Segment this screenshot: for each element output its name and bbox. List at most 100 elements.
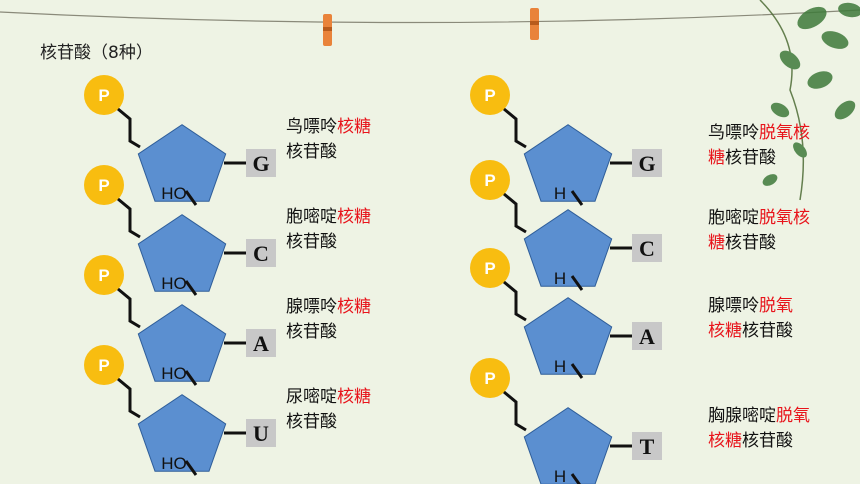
name-line-2: 糖核苷酸: [708, 233, 776, 253]
sugar-pentagon: [137, 304, 227, 382]
sugar-pentagon: [523, 209, 613, 287]
nucleotide: P HO C: [84, 165, 276, 296]
phosphate-bond: [117, 287, 141, 329]
base-letter: C: [639, 236, 655, 261]
name-line-2: 核苷酸: [286, 322, 337, 342]
base-letter: T: [640, 434, 655, 459]
phosphate-bond: [117, 377, 141, 419]
hydroxyl-bond: [184, 190, 198, 206]
base-letter: G: [252, 151, 269, 176]
sugar-pentagon: [137, 214, 227, 292]
nucleotide: P H G: [470, 75, 662, 206]
base-letter: G: [638, 151, 655, 176]
nucleotide: P H T: [470, 358, 662, 484]
nucleotide: P H A: [470, 248, 662, 379]
phosphate-circle: [470, 358, 510, 398]
clothespin-icon: [530, 8, 539, 40]
name-line-1: 胸腺嘧啶脱氧: [708, 406, 810, 426]
nucleotide: P HO A: [84, 255, 276, 386]
name-line-2: 核糖核苷酸: [708, 321, 793, 341]
hydroxyl-bond: [570, 275, 584, 291]
phosphate-bond: [117, 197, 141, 239]
phosphate-label: P: [484, 86, 495, 105]
nucleotide-name: 尿嘧啶核糖核苷酸: [286, 385, 371, 435]
hydroxyl-bond: [570, 190, 584, 206]
phosphate-bond: [503, 390, 527, 432]
nucleotide: P HO G: [84, 75, 276, 206]
phosphate-bond: [117, 107, 141, 149]
nucleotide-name: 腺嘌呤核糖核苷酸: [286, 295, 371, 345]
sugar-group-label: H: [554, 357, 566, 376]
phosphate-bond: [503, 280, 527, 322]
hydroxyl-bond: [570, 363, 584, 379]
phosphate-label: P: [484, 369, 495, 388]
vine-leaves-icon: [759, 0, 860, 201]
sugar-pentagon: [523, 297, 613, 375]
name-line-2: 核糖核苷酸: [708, 431, 793, 451]
sugar-group-label: H: [554, 467, 566, 484]
base-box: [632, 234, 662, 262]
hydroxyl-bond: [184, 280, 198, 296]
base-box: [246, 149, 276, 177]
phosphate-circle: [84, 165, 124, 205]
name-line-2: 核苷酸: [286, 232, 337, 252]
nucleotide-name: 鸟嘌呤核糖核苷酸: [286, 115, 371, 165]
sugar-group-label: HO: [161, 364, 187, 383]
page-title: 核苷酸（8种）: [40, 43, 153, 63]
sugar-pentagon: [523, 124, 613, 202]
sugar-pentagon: [523, 407, 613, 484]
phosphate-circle: [470, 248, 510, 288]
nucleotide-name: 腺嘌呤脱氧核糖核苷酸: [708, 294, 793, 344]
base-letter: U: [253, 421, 269, 446]
phosphate-label: P: [98, 266, 109, 285]
base-box: [632, 322, 662, 350]
clothespin-icon: [323, 14, 332, 46]
base-letter: A: [639, 324, 655, 349]
base-letter: A: [253, 331, 269, 356]
sugar-group-label: H: [554, 269, 566, 288]
phosphate-label: P: [98, 356, 109, 375]
phosphate-circle: [84, 255, 124, 295]
nucleotide-name: 胞嘧啶核糖核苷酸: [286, 205, 371, 255]
sugar-group-label: HO: [161, 454, 187, 473]
name-line-2: 核苷酸: [286, 142, 337, 162]
phosphate-bond: [503, 107, 527, 149]
sugar-group-label: H: [554, 184, 566, 203]
base-box: [246, 329, 276, 357]
base-box: [246, 239, 276, 267]
phosphate-label: P: [98, 86, 109, 105]
nucleotide: P HO U: [84, 345, 276, 476]
phosphate-circle: [470, 75, 510, 115]
name-line-1: 胞嘧啶脱氧核: [708, 208, 810, 228]
nucleotide-name: 鸟嘌呤脱氧核糖核苷酸: [708, 121, 810, 171]
sugar-group-label: HO: [161, 184, 187, 203]
phosphate-label: P: [484, 259, 495, 278]
hydroxyl-bond: [570, 473, 581, 484]
name-line-1: 尿嘧啶核糖: [286, 387, 371, 407]
nucleotide-name: 胸腺嘧啶脱氧核糖核苷酸: [708, 404, 810, 454]
sugar-pentagon: [137, 394, 227, 472]
name-line-2: 核苷酸: [286, 412, 337, 432]
base-box: [632, 149, 662, 177]
name-line-1: 鸟嘌呤核糖: [286, 117, 371, 137]
phosphate-circle: [84, 345, 124, 385]
clothesline: [0, 9, 860, 24]
phosphate-circle: [84, 75, 124, 115]
sugar-pentagon: [137, 124, 227, 202]
nucleotide: P H C: [470, 160, 662, 291]
name-line-1: 鸟嘌呤脱氧核: [708, 123, 810, 143]
name-line-1: 腺嘌呤核糖: [286, 297, 371, 317]
hydroxyl-bond: [184, 370, 198, 386]
phosphate-circle: [470, 160, 510, 200]
phosphate-label: P: [484, 171, 495, 190]
phosphate-bond: [503, 192, 527, 234]
base-letter: C: [253, 241, 269, 266]
nucleotide-name: 胞嘧啶脱氧核糖核苷酸: [708, 206, 810, 256]
hydroxyl-bond: [184, 460, 198, 476]
sugar-group-label: HO: [161, 274, 187, 293]
name-line-1: 胞嘧啶核糖: [286, 207, 371, 227]
base-box: [632, 432, 662, 460]
